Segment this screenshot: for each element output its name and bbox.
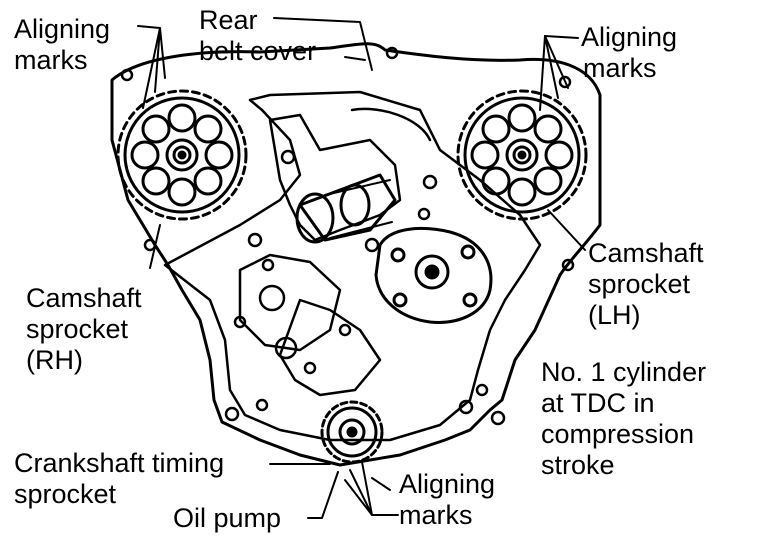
aligning-marks-rh-label: Aligning marks — [14, 14, 111, 75]
casting-detail — [350, 107, 432, 142]
camshaft-sprocket-rh-drawing — [116, 89, 248, 221]
casting-detail — [268, 113, 402, 242]
water-outlet-housing — [295, 173, 397, 244]
aligning-marks-lh-label: Aligning marks — [581, 22, 678, 83]
casting-detail — [278, 298, 382, 397]
no1-cylinder-note: No. 1 cylinder at TDC in compression str… — [541, 357, 707, 480]
leader-lines — [137, 17, 586, 519]
casting-detail — [238, 253, 342, 352]
oil-pump-label: Oil pump — [173, 503, 282, 533]
water-pump — [374, 226, 493, 324]
crankshaft-timing-sprocket-label: Crankshaft timing sprocket — [14, 448, 225, 509]
bolt-holes — [120, 46, 575, 426]
camshaft-sprocket-lh-label: Camshaft sprocket (LH) — [588, 238, 704, 330]
rear-belt-cover-label: Rear belt cover — [199, 5, 317, 66]
camshaft-sprocket-lh-drawing — [456, 89, 588, 221]
aligning-marks-crank-label: Aligning marks — [399, 469, 496, 530]
engine-body-outline — [163, 90, 542, 442]
crankshaft-sprocket-drawing — [320, 400, 384, 464]
rear-belt-cover-outline — [110, 42, 602, 467]
camshaft-sprocket-rh-label: Camshaft sprocket (RH) — [26, 283, 142, 375]
